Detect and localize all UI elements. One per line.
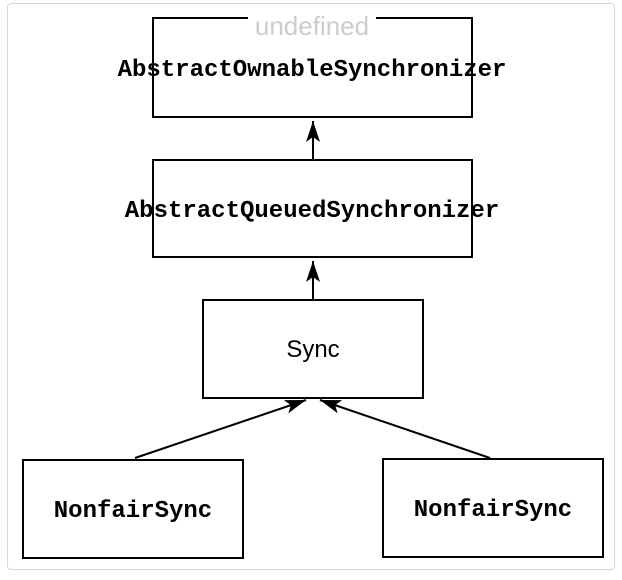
undefined-overlay-label: undefined bbox=[248, 11, 376, 41]
node-label: NonfairSync bbox=[414, 497, 572, 524]
node-label: Sync bbox=[286, 336, 339, 363]
class-hierarchy-diagram: AbstractOwnableSynchronizer AbstractQueu… bbox=[22, 11, 604, 559]
node-box bbox=[152, 159, 473, 258]
node-label: AbstractOwnableSynchronizer bbox=[118, 57, 507, 84]
node-nonfair-sync-right: NonfairSync bbox=[382, 458, 604, 558]
node-abstract-queued-synchronizer: AbstractQueuedSynchronizer bbox=[125, 159, 499, 258]
edge-nonfair-left-to-sync bbox=[134, 399, 307, 459]
overlay-label-background bbox=[248, 12, 376, 40]
node-label: NonfairSync bbox=[54, 498, 212, 525]
node-box bbox=[22, 459, 244, 559]
node-label: AbstractQueuedSynchronizer bbox=[125, 198, 499, 225]
diagram-frame: AbstractOwnableSynchronizer AbstractQueu… bbox=[7, 3, 615, 570]
node-nonfair-sync-left: NonfairSync bbox=[22, 459, 244, 559]
node-box bbox=[202, 299, 424, 399]
edge-nonfair-right-to-sync bbox=[319, 399, 491, 459]
overlay-label-text: undefined bbox=[255, 11, 369, 41]
node-box bbox=[382, 458, 604, 558]
node-sync: Sync bbox=[202, 299, 424, 399]
